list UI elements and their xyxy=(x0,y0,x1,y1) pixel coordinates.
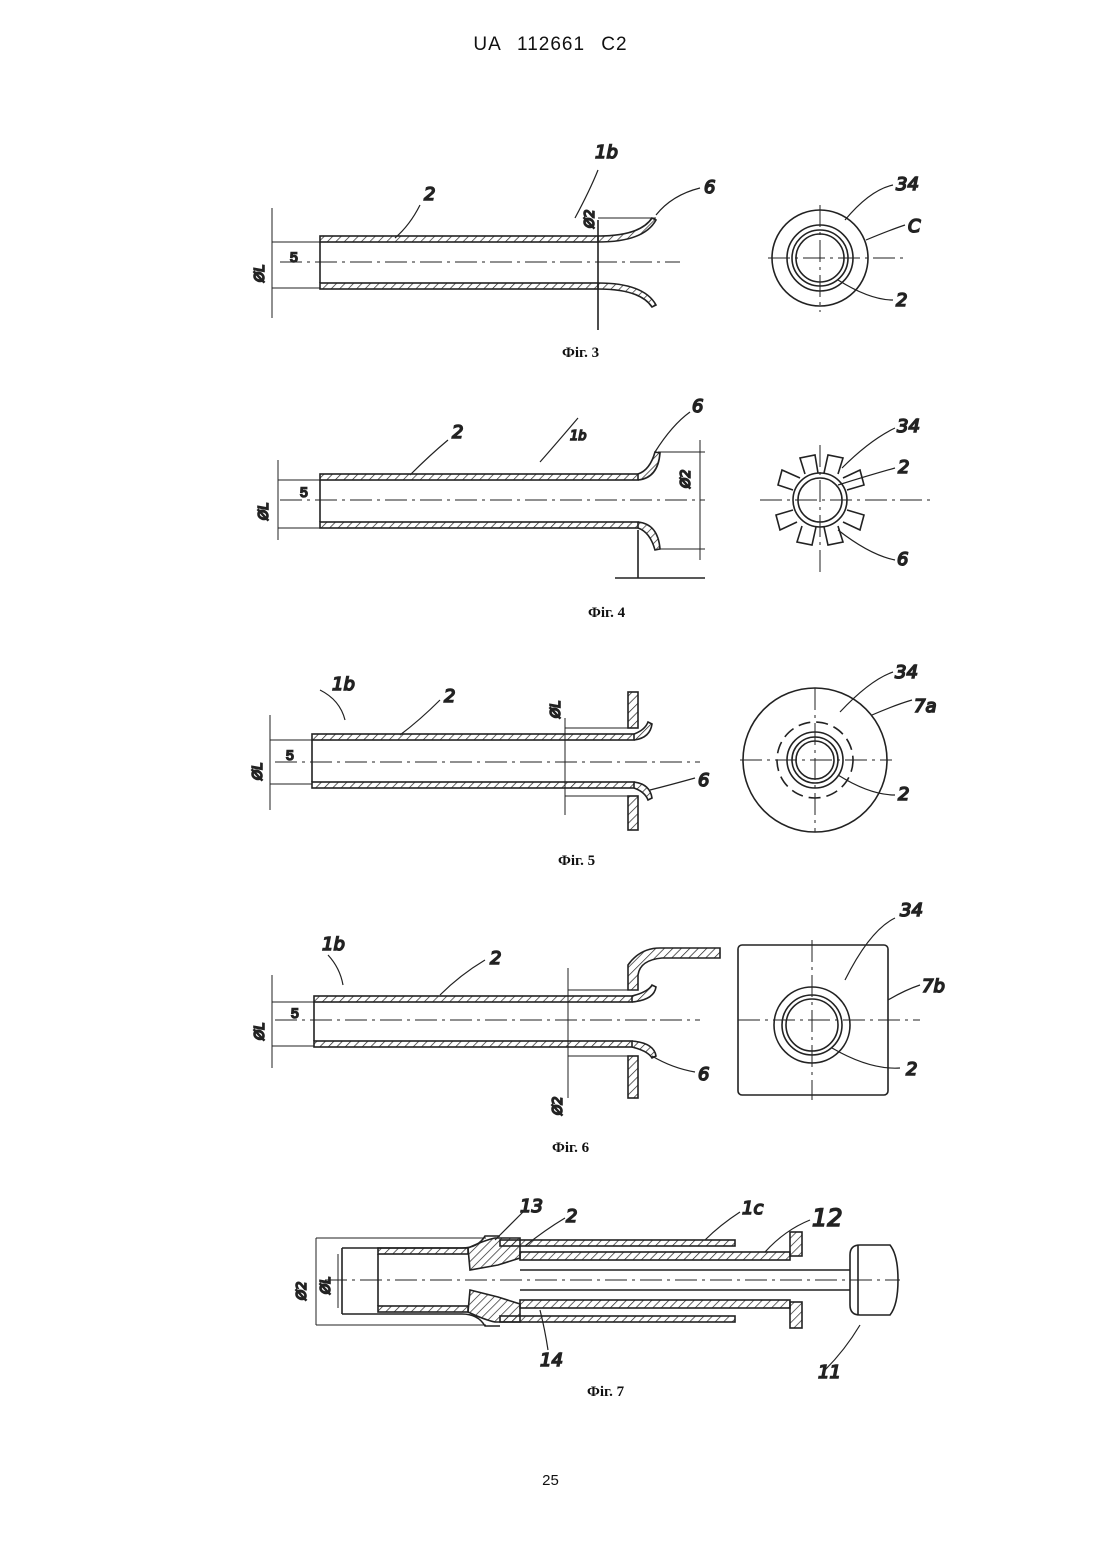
fig5-ref-2: 2 xyxy=(444,686,455,707)
fig7-ref-1c: 1c xyxy=(742,1198,763,1219)
fig3-ref-c: C xyxy=(908,216,921,237)
fig6-ref-1b: 1b xyxy=(322,934,345,955)
fig7-dim-d1: ØL xyxy=(319,1277,334,1295)
figure-5-drawing xyxy=(270,672,912,832)
tube-wall-top xyxy=(320,236,598,242)
figure-4-drawing xyxy=(278,412,930,578)
fig7-ref-2: 2 xyxy=(566,1206,577,1227)
figure-6-drawing xyxy=(272,918,920,1100)
fig4-ref-34: 34 xyxy=(897,416,920,437)
fig3-ref-2b: 2 xyxy=(896,290,907,311)
fig4-ref-5: 5 xyxy=(300,484,308,500)
figure-3-drawing xyxy=(272,170,905,330)
figure-5-caption: Фіг. 5 xyxy=(558,853,595,870)
flange-bottom xyxy=(598,283,656,307)
fig3-ref-6: 6 xyxy=(704,177,715,198)
page-number: 25 xyxy=(0,1472,1101,1489)
fig7-ref-11: 11 xyxy=(818,1362,841,1383)
fig5-dim-d1: ØL xyxy=(251,763,266,781)
fig3-ref-5: 5 xyxy=(290,249,298,265)
fig3-ref-2: 2 xyxy=(424,184,435,205)
figure-7-drawing xyxy=(316,1210,900,1370)
fig5-dim-d2: ØL xyxy=(549,701,564,719)
fig6-ref-2b: 2 xyxy=(906,1059,917,1080)
fig5-ref-5: 5 xyxy=(286,747,294,763)
fig6-ref-7b: 7b xyxy=(922,976,945,997)
figure-7-caption: Фіг. 7 xyxy=(587,1384,624,1401)
fig6-ref-2: 2 xyxy=(490,948,501,969)
fig3-ref-34: 34 xyxy=(896,174,919,195)
fig6-ref-5: 5 xyxy=(291,1005,299,1021)
fig4-ref-2b: 2 xyxy=(898,457,909,478)
fig5-ref-7a: 7a xyxy=(914,696,936,717)
fig4-ref-2: 2 xyxy=(452,422,463,443)
fig3-ref-1b: 1b xyxy=(595,142,618,163)
fig5-ref-1b: 1b xyxy=(332,674,355,695)
fig7-ref-13: 13 xyxy=(520,1196,543,1217)
fig7-dim-d2: Ø2 xyxy=(295,1281,310,1301)
fig7-ref-12: 12 xyxy=(812,1204,843,1232)
fig6-ref-6: 6 xyxy=(698,1064,709,1085)
fig3-dim-d1: ØL xyxy=(253,265,268,283)
fig6-dim-d2: Ø2 xyxy=(551,1096,566,1116)
fig5-ref-34: 34 xyxy=(895,662,918,683)
fig3-dim-d2: Ø2 xyxy=(583,209,598,229)
fig5-ref-6: 6 xyxy=(698,770,709,791)
fig5-ref-2b: 2 xyxy=(898,784,909,805)
fig4-ref-6: 6 xyxy=(692,396,703,417)
fig4-ref-1b: 1b xyxy=(570,429,587,444)
figure-6-caption: Фіг. 6 xyxy=(552,1140,589,1157)
fig4-dim-d1: ØL xyxy=(257,503,272,521)
fig6-dim-d1: ØL xyxy=(253,1023,268,1041)
fig7-ref-14: 14 xyxy=(540,1350,563,1371)
fig4-ref-6b: 6 xyxy=(897,549,908,570)
tube-wall-bottom xyxy=(320,283,598,289)
flange-top xyxy=(598,218,656,242)
figure-4-caption: Фіг. 4 xyxy=(588,605,625,622)
fig4-dim-d2: Ø2 xyxy=(679,469,694,489)
fig6-ref-34: 34 xyxy=(900,900,923,921)
figure-3-caption: Фіг. 3 xyxy=(562,345,599,362)
